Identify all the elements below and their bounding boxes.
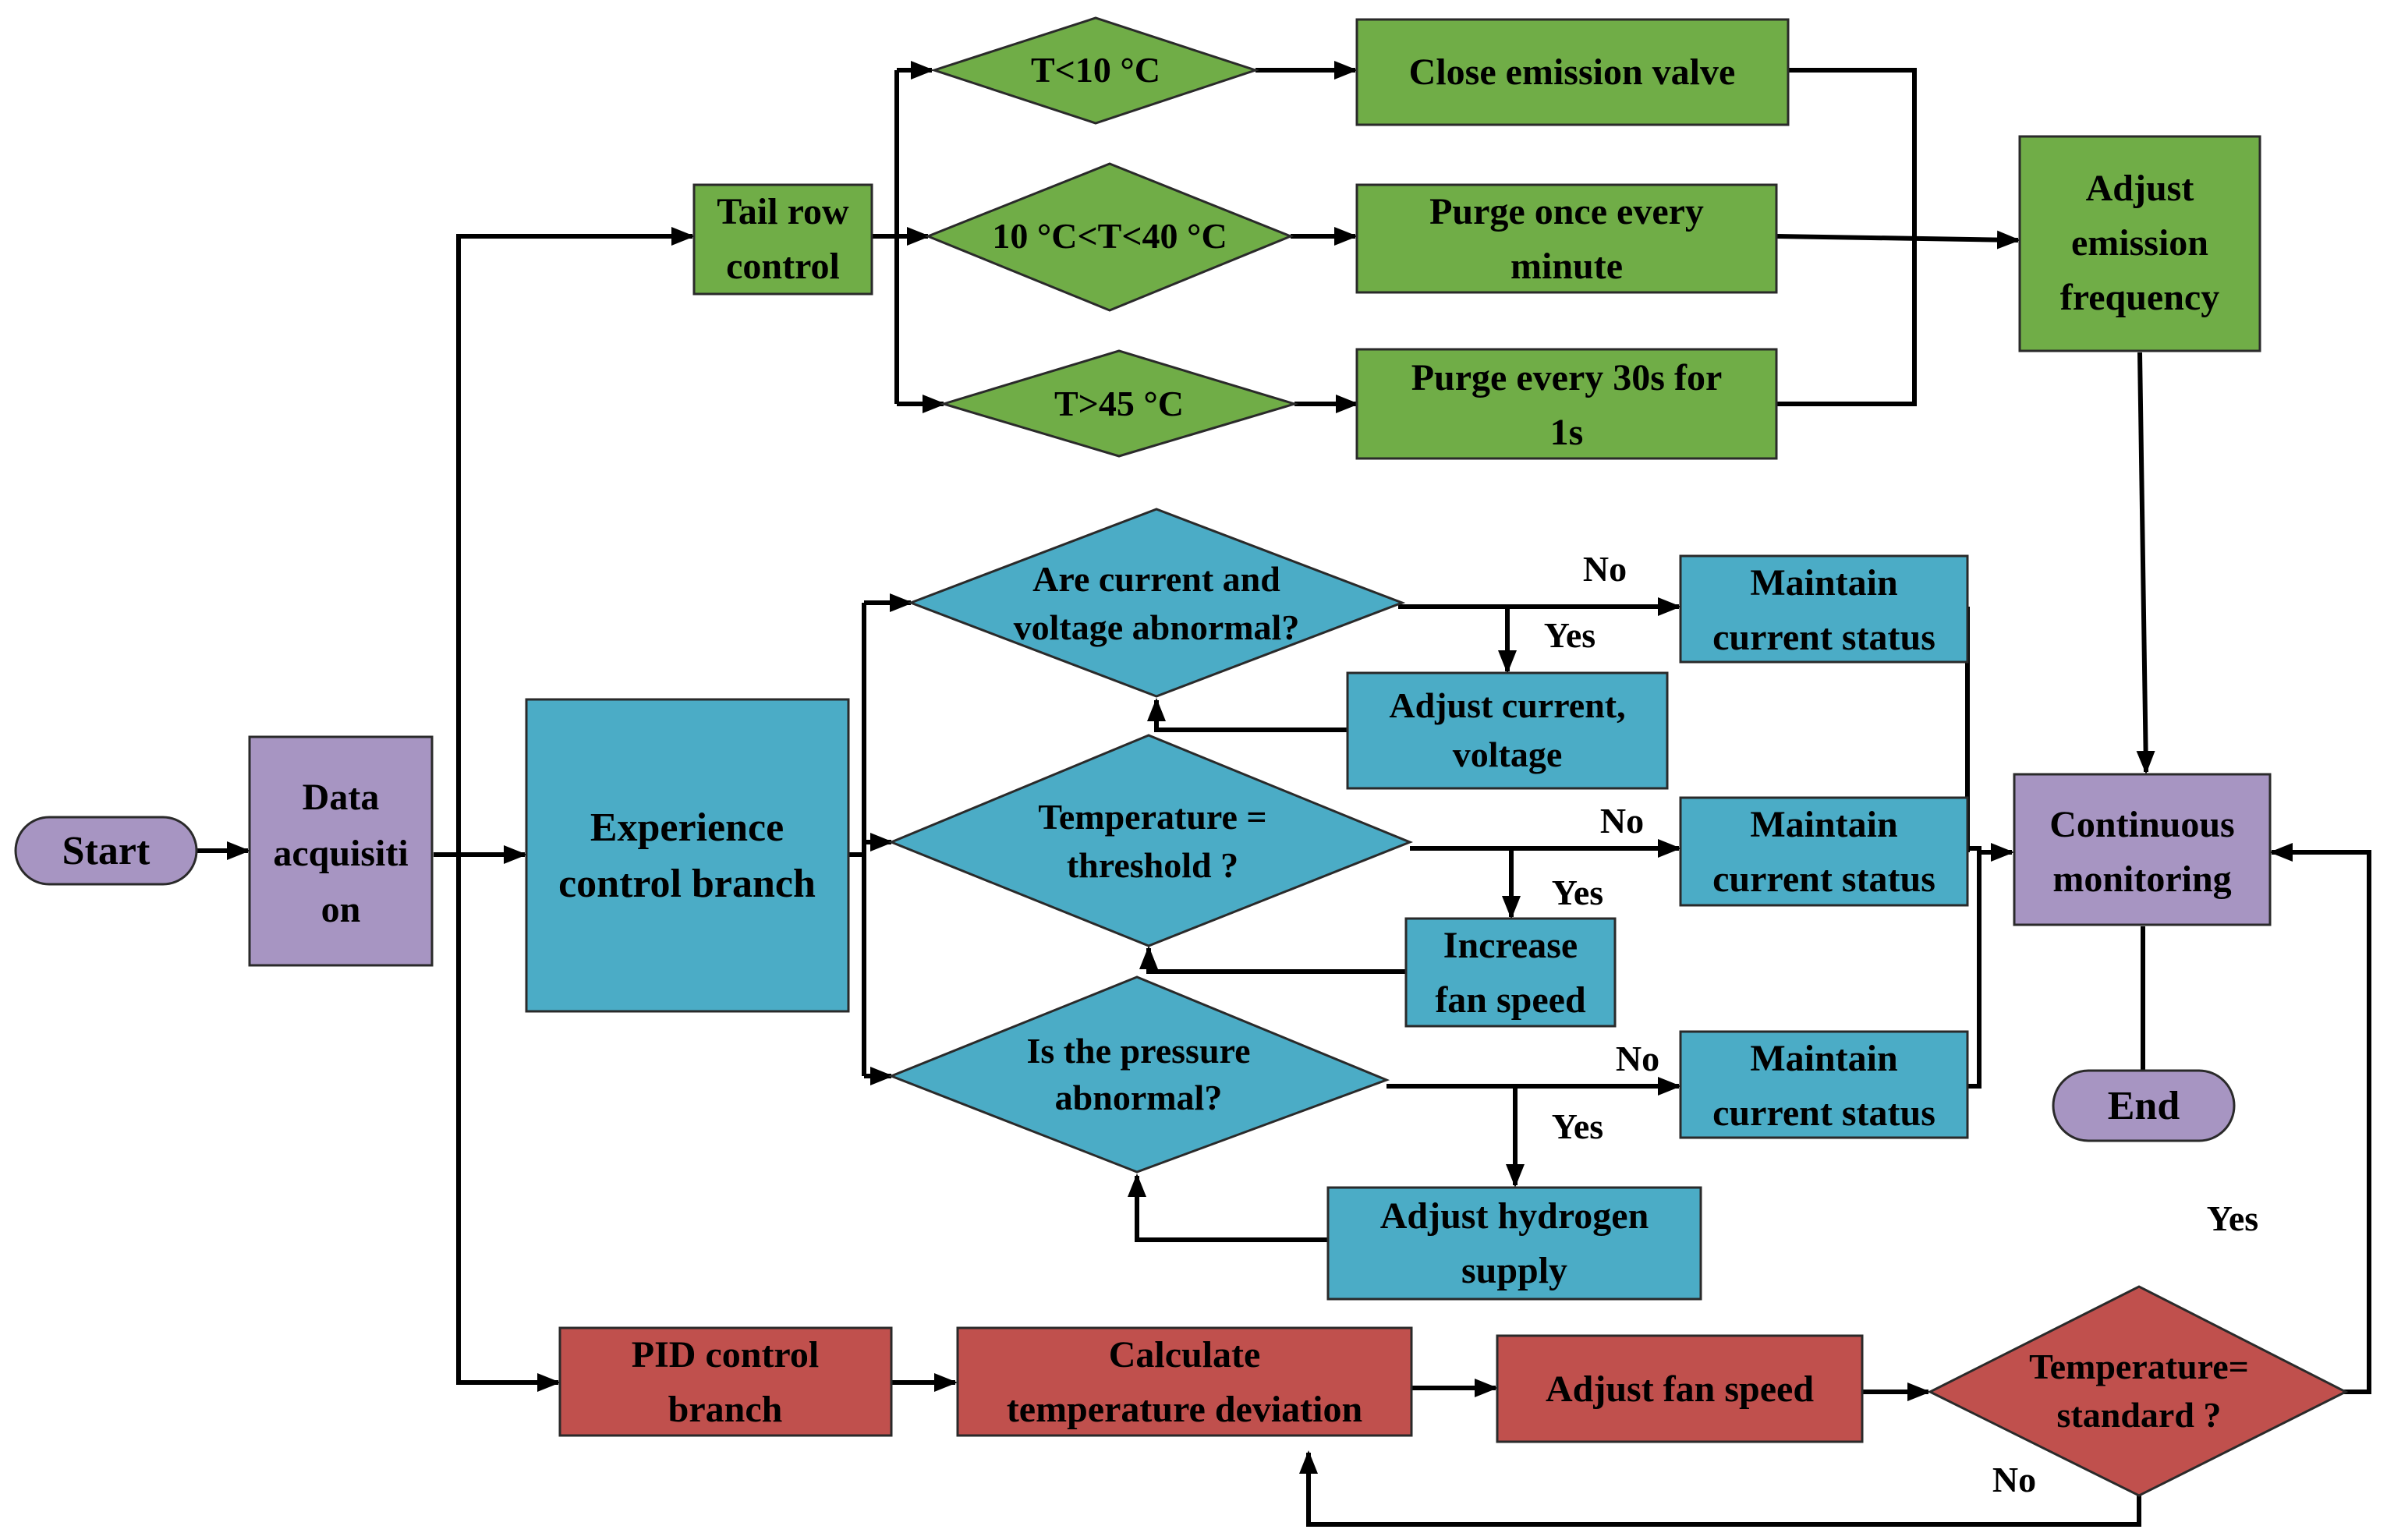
pid-control-branch-line-1: PID control bbox=[632, 1334, 819, 1375]
question-temperature-standard-diamond: Temperature= standard ? bbox=[1927, 1285, 2349, 1497]
maintain-status-box-2: Maintain current status bbox=[1679, 796, 1969, 907]
adjust-emission-frequency-box: Adjust emission frequency bbox=[2018, 135, 2261, 352]
close-emission-valve-box: Close emission valve bbox=[1355, 18, 1790, 126]
edge-acquisition-to-tail bbox=[456, 227, 695, 855]
edge-q-standard-no bbox=[1299, 1450, 2141, 1527]
edge-label-yes-2: Yes bbox=[1552, 873, 1603, 912]
edge-frequency-to-monitoring bbox=[2136, 352, 2155, 774]
question-pressure-line-2: abnormal? bbox=[1055, 1078, 1223, 1117]
condition-10-40-label: 10 °C<T<40 °C bbox=[992, 216, 1227, 256]
maintain-status-3-line-2: current status bbox=[1712, 1092, 1935, 1134]
edge-label-no-standard: No bbox=[1992, 1460, 2036, 1499]
calculate-temperature-deviation-line-2: temperature deviation bbox=[1007, 1389, 1362, 1430]
increase-fan-speed-line-2: fan speed bbox=[1435, 979, 1586, 1021]
adjust-fan-speed-box: Adjust fan speed bbox=[1496, 1334, 1864, 1443]
maintain-status-1-line-2: current status bbox=[1712, 617, 1935, 658]
question-pressure-line-1: Is the pressure bbox=[1026, 1031, 1250, 1071]
increase-fan-speed-box: Increase fan speed bbox=[1404, 917, 1617, 1028]
experience-control-branch-box: Experience control branch bbox=[525, 698, 850, 1013]
purge-every-30s-box: Purge every 30s for 1s bbox=[1355, 348, 1778, 460]
adjust-hydrogen-supply-box: Adjust hydrogen supply bbox=[1326, 1186, 1702, 1301]
edge-labels: No Yes No Yes No Yes Yes No bbox=[1544, 549, 2258, 1499]
data-acquisition-line-1: Data bbox=[303, 777, 380, 818]
edge-acquisition-to-pid bbox=[456, 855, 561, 1392]
question-current-voltage-line-2: voltage abnormal? bbox=[1014, 607, 1300, 647]
close-emission-valve-label: Close emission valve bbox=[1409, 51, 1736, 93]
maintain-status-1-line-1: Maintain bbox=[1750, 562, 1897, 604]
continuous-monitoring-box: Continuous monitoring bbox=[2013, 773, 2272, 926]
edge-maintain-to-monitoring bbox=[1965, 607, 2010, 1089]
condition-lt10-label: T<10 °C bbox=[1031, 50, 1160, 90]
question-pressure-diamond: Is the pressure abnormal? bbox=[887, 975, 1390, 1174]
question-temperature-standard-line-2: standard ? bbox=[2057, 1395, 2222, 1435]
data-acquisition-line-3: on bbox=[321, 889, 361, 930]
adjust-current-voltage-line-2: voltage bbox=[1453, 735, 1563, 774]
question-current-voltage-line-1: Are current and bbox=[1032, 559, 1280, 599]
edge-hydrogen-back bbox=[1128, 1174, 1328, 1242]
experience-control-branch-line-2: control branch bbox=[558, 862, 816, 906]
adjust-emission-frequency-line-3: frequency bbox=[2060, 277, 2219, 318]
edge-label-no-2: No bbox=[1600, 801, 1644, 841]
purge-every-30s-line-1: Purge every 30s for bbox=[1411, 357, 1723, 398]
tail-row-control-line-1: Tail row bbox=[717, 191, 849, 232]
maintain-status-box-3: Maintain current status bbox=[1679, 1030, 1969, 1139]
data-acquisition-line-2: acquisiti bbox=[273, 833, 408, 874]
end-label: End bbox=[2108, 1084, 2180, 1128]
edge-q-standard-yes bbox=[2269, 843, 2371, 1394]
adjust-hydrogen-supply-line-1: Adjust hydrogen bbox=[1380, 1195, 1649, 1237]
condition-10-40-diamond: 10 °C<T<40 °C bbox=[924, 162, 1294, 312]
question-temperature-threshold-line-2: threshold ? bbox=[1067, 845, 1238, 885]
edge-label-no-3: No bbox=[1616, 1039, 1659, 1078]
maintain-status-3-line-1: Maintain bbox=[1750, 1038, 1897, 1079]
pid-control-branch-line-2: branch bbox=[668, 1389, 783, 1430]
start-label: Start bbox=[62, 829, 151, 873]
experience-control-branch-line-1: Experience bbox=[590, 805, 784, 850]
adjust-hydrogen-supply-line-2: supply bbox=[1461, 1250, 1567, 1291]
purge-every-minute-line-1: Purge once every bbox=[1429, 191, 1704, 232]
condition-lt10-diamond: T<10 °C bbox=[930, 16, 1259, 125]
adjust-fan-speed-label: Adjust fan speed bbox=[1546, 1368, 1814, 1410]
question-temperature-threshold-line-1: Temperature = bbox=[1038, 797, 1266, 837]
maintain-status-2-line-1: Maintain bbox=[1750, 804, 1897, 845]
edge-label-yes-standard: Yes bbox=[2207, 1198, 2258, 1238]
edge-adjust-cv-back bbox=[1147, 698, 1348, 732]
edge-label-yes-1: Yes bbox=[1544, 615, 1595, 655]
question-current-voltage-diamond: Are current and voltage abnormal? bbox=[907, 508, 1406, 698]
start-terminal: Start bbox=[14, 816, 198, 886]
end-terminal: End bbox=[2052, 1069, 2236, 1142]
pid-control-branch-box: PID control branch bbox=[558, 1326, 893, 1437]
tail-row-control-box: Tail row control bbox=[692, 183, 873, 296]
purge-every-minute-line-2: minute bbox=[1510, 246, 1623, 287]
edge-fan-back bbox=[1139, 946, 1406, 974]
calculate-temperature-deviation-box: Calculate temperature deviation bbox=[956, 1326, 1413, 1437]
purge-every-minute-box: Purge once every minute bbox=[1355, 183, 1778, 294]
condition-gt45-label: T>45 °C bbox=[1054, 384, 1184, 423]
purge-every-30s-line-2: 1s bbox=[1550, 412, 1584, 453]
question-temperature-threshold-diamond: Temperature = threshold ? bbox=[888, 734, 1414, 947]
continuous-monitoring-line-1: Continuous bbox=[2049, 804, 2234, 845]
tail-row-control-line-2: control bbox=[726, 246, 840, 287]
edge-label-no-1: No bbox=[1583, 549, 1627, 589]
adjust-emission-frequency-line-1: Adjust bbox=[2086, 168, 2194, 209]
continuous-monitoring-line-2: monitoring bbox=[2052, 859, 2231, 900]
edge-purge-to-adjust-frequency bbox=[1776, 230, 2020, 250]
calculate-temperature-deviation-line-1: Calculate bbox=[1109, 1334, 1261, 1375]
adjust-current-voltage-line-1: Adjust current, bbox=[1389, 685, 1625, 725]
question-temperature-standard-line-1: Temperature= bbox=[2029, 1347, 2249, 1386]
edge-label-yes-3: Yes bbox=[1552, 1106, 1603, 1146]
maintain-status-2-line-2: current status bbox=[1712, 859, 1935, 900]
increase-fan-speed-line-1: Increase bbox=[1443, 925, 1578, 966]
maintain-status-box-1: Maintain current status bbox=[1679, 554, 1969, 664]
connectors bbox=[197, 61, 2371, 1527]
condition-gt45-diamond: T>45 °C bbox=[939, 349, 1299, 458]
adjust-current-voltage-box: Adjust current, voltage bbox=[1346, 671, 1669, 790]
adjust-emission-frequency-line-2: emission bbox=[2071, 222, 2208, 264]
data-acquisition-box: Data acquisiti on bbox=[248, 735, 434, 967]
